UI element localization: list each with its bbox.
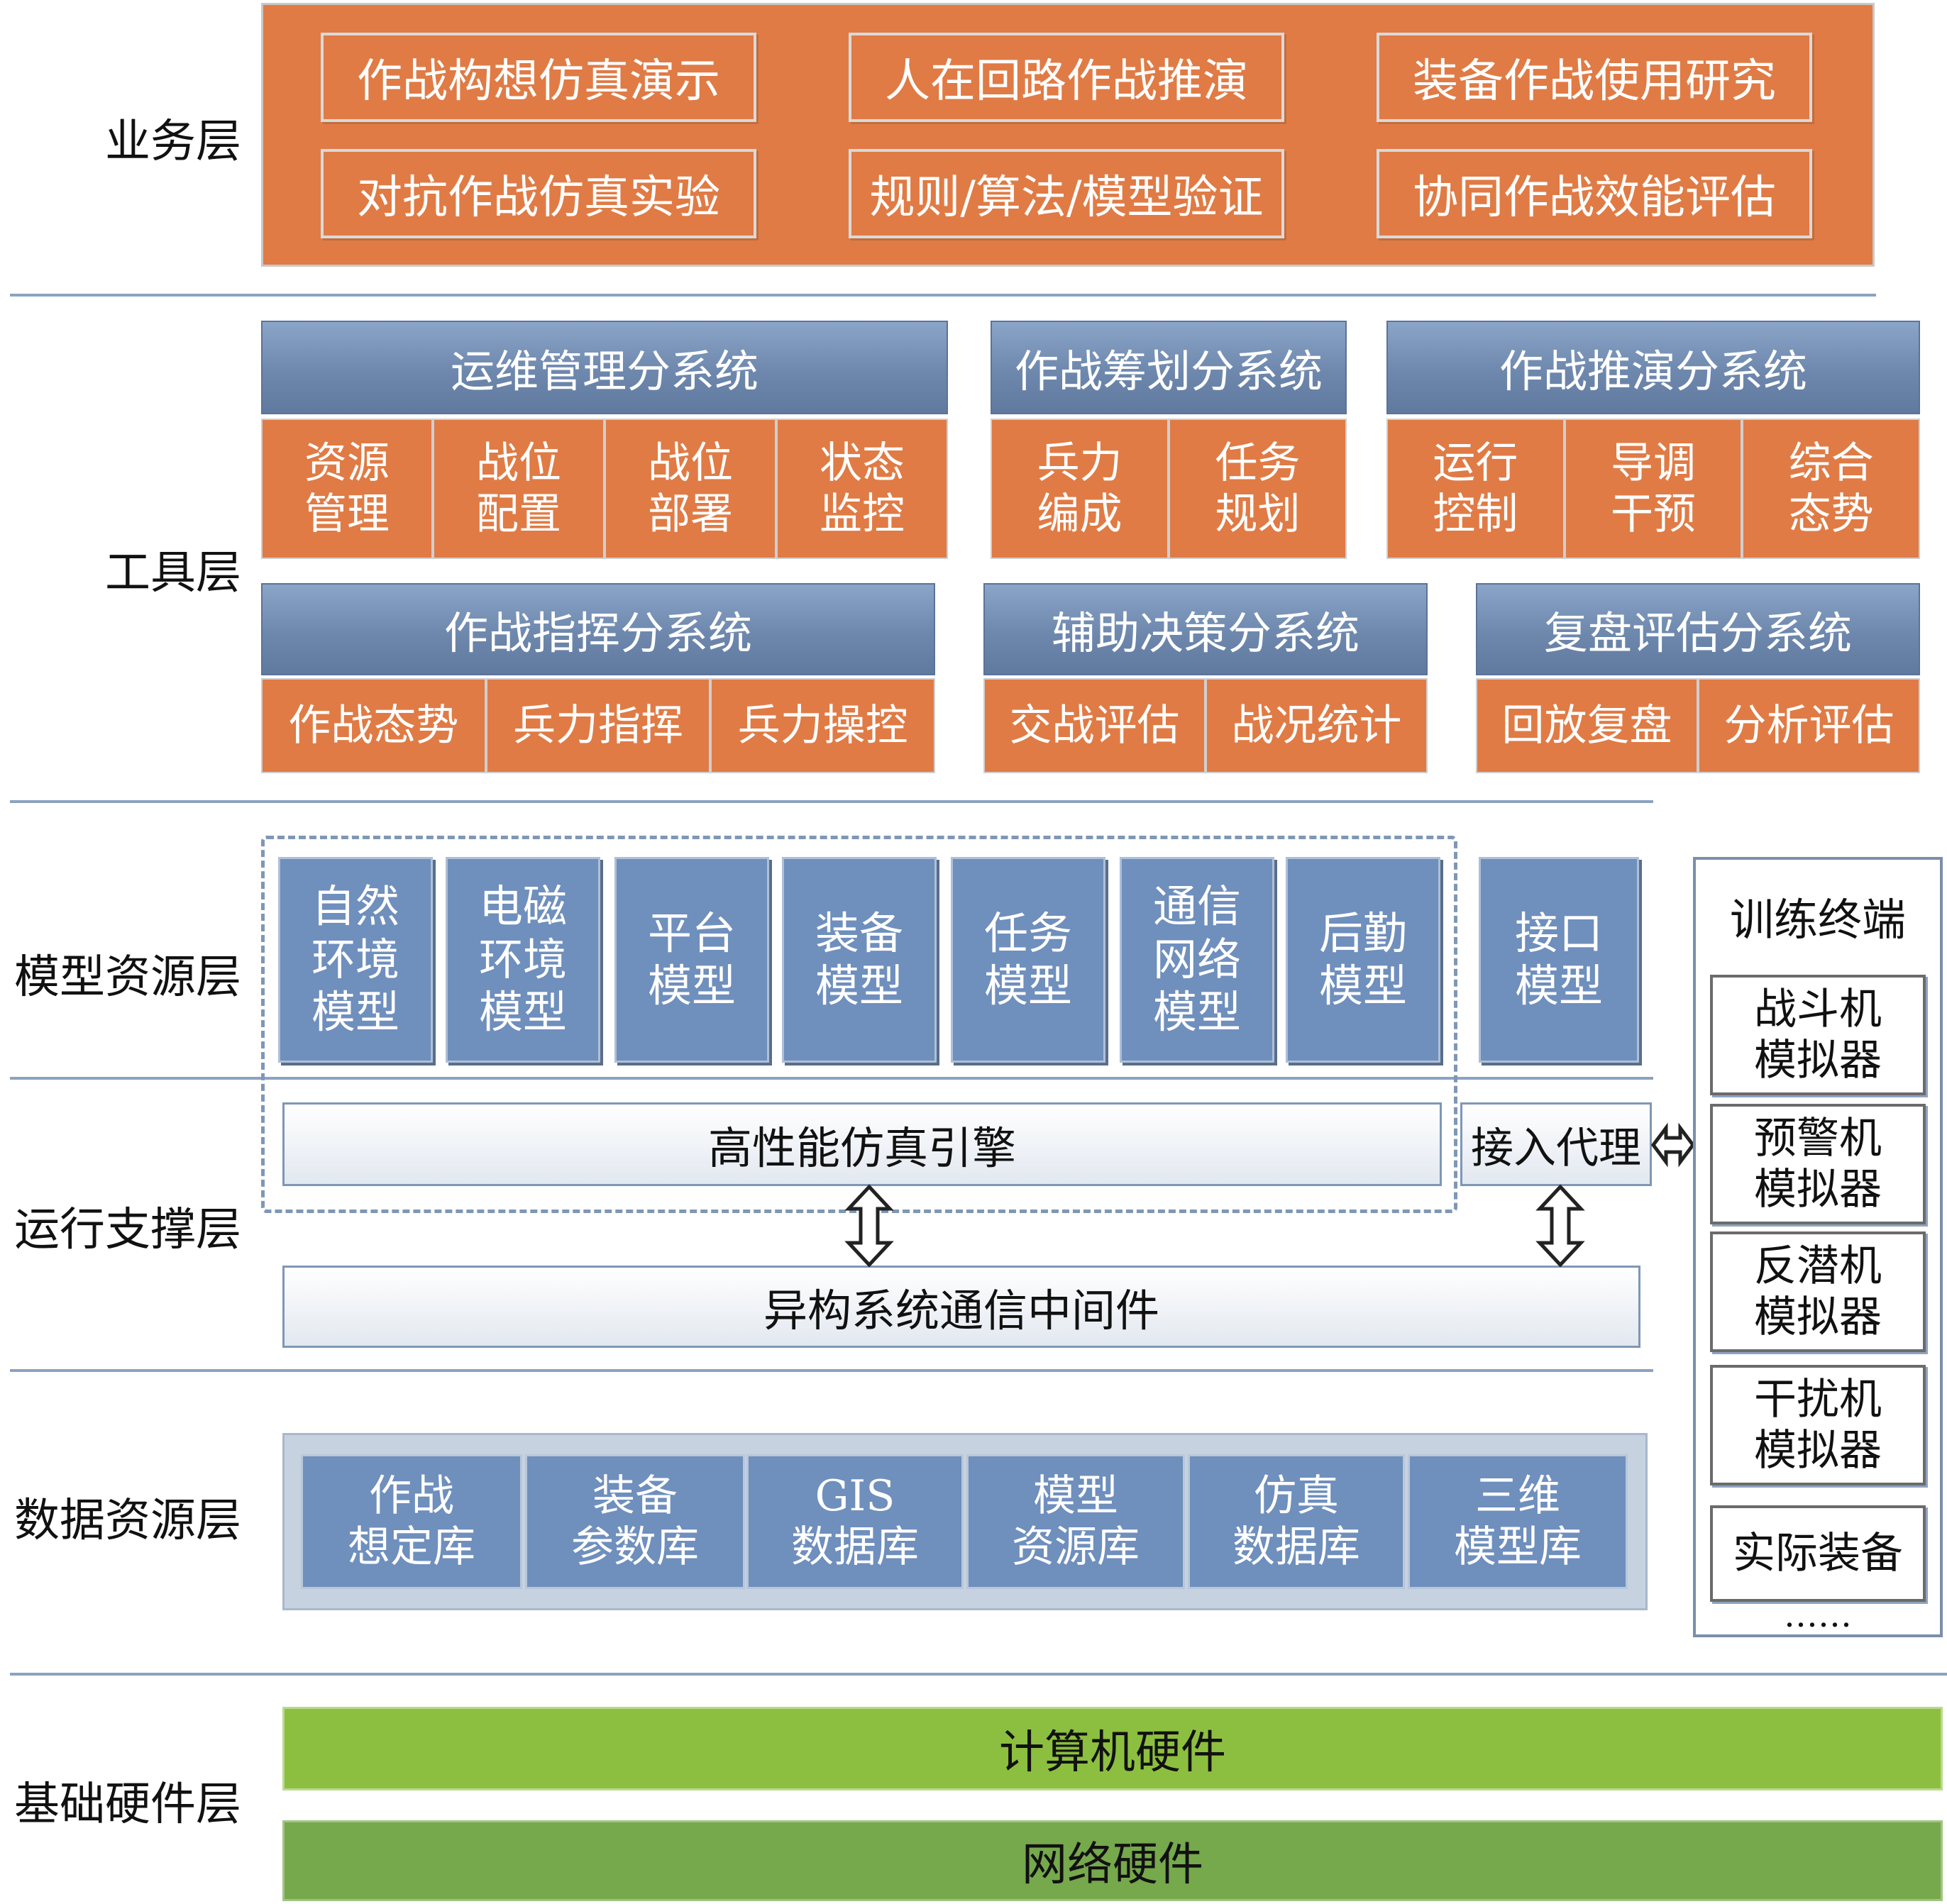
subsystem-item: 运行 控制 <box>1386 419 1565 559</box>
subsystem-item: 状态 监控 <box>776 419 948 559</box>
simulation-engine: 高性能仿真引擎 <box>282 1102 1442 1186</box>
terminal-item: 预警机 模拟器 <box>1710 1104 1926 1224</box>
access-proxy: 接入代理 <box>1460 1102 1652 1186</box>
model-block: 装备 模型 <box>782 857 937 1063</box>
separator <box>10 1673 1947 1676</box>
computer-hardware-bar: 计算机硬件 <box>282 1707 1943 1790</box>
database-item: 模型 资源库 <box>966 1454 1185 1589</box>
subsystem-replay-items: 回放复盘 分析评估 <box>1476 678 1920 773</box>
subsystem-item: 作战态势 <box>261 678 486 773</box>
subsystem-item: 回放复盘 <box>1476 678 1698 773</box>
business-item: 对抗作战仿真实验 <box>321 149 756 238</box>
business-item: 作战构想仿真演示 <box>321 33 756 122</box>
model-block: 自然 环境 模型 <box>278 857 433 1063</box>
layer-label-hardware: 基础硬件层 <box>14 1778 241 1831</box>
terminal-item: 战斗机 模拟器 <box>1710 975 1926 1095</box>
subsystem-item: 交战评估 <box>983 678 1206 773</box>
database-item: 仿真 数据库 <box>1188 1454 1405 1589</box>
subsystem-wargaming: 作战推演分系统 <box>1386 321 1920 414</box>
database-item: 装备 参数库 <box>525 1454 745 1589</box>
subsystem-replay-evaluation: 复盘评估分系统 <box>1476 583 1920 675</box>
database-item: 三维 模型库 <box>1408 1454 1628 1589</box>
model-block: 通信 网络 模型 <box>1120 857 1274 1063</box>
separator <box>10 294 1876 297</box>
model-block: 任务 模型 <box>951 857 1105 1063</box>
layer-label-models: 模型资源层 <box>14 951 241 1004</box>
business-item: 协同作战效能评估 <box>1377 149 1812 238</box>
layer-label-runtime: 运行支撑层 <box>14 1204 241 1256</box>
layer-label-data: 数据资源层 <box>14 1495 241 1547</box>
database-item: 作战 想定库 <box>301 1454 522 1589</box>
business-item: 人在回路作战推演 <box>849 33 1284 122</box>
subsystem-item: 战位 部署 <box>605 419 776 559</box>
training-terminal-title: 训练终端 <box>1729 894 1906 946</box>
subsystem-item: 任务 规划 <box>1169 419 1347 559</box>
subsystem-command: 作战指挥分系统 <box>261 583 935 675</box>
interface-model-block: 接口 模型 <box>1479 857 1639 1063</box>
subsystem-wargaming-items: 运行 控制 导调 干预 综合 态势 <box>1386 419 1921 559</box>
subsystem-item: 综合 态势 <box>1742 419 1921 559</box>
separator <box>10 800 1653 803</box>
subsystem-item: 分析评估 <box>1698 678 1920 773</box>
subsystem-item: 战况统计 <box>1206 678 1428 773</box>
subsystem-decision-items: 交战评估 战况统计 <box>983 678 1428 773</box>
terminal-item: 反潜机 模拟器 <box>1710 1231 1926 1352</box>
double-arrow-icon <box>1535 1185 1585 1267</box>
subsystem-item: 兵力指挥 <box>485 678 711 773</box>
database-item: GIS 数据库 <box>746 1454 964 1589</box>
communication-middleware: 异构系统通信中间件 <box>282 1266 1640 1348</box>
model-block: 电磁 环境 模型 <box>446 857 600 1063</box>
subsystem-ops-management: 运维管理分系统 <box>261 321 948 414</box>
subsystem-planning-items: 兵力 编成 任务 规划 <box>991 419 1347 559</box>
subsystem-item: 兵力操控 <box>710 678 936 773</box>
layer-label-business: 业务层 <box>105 116 241 168</box>
business-layer-panel <box>261 3 1875 267</box>
subsystem-ops-items: 资源 管理 战位 配置 战位 部署 状态 监控 <box>261 419 948 559</box>
double-arrow-icon <box>844 1185 894 1267</box>
model-block: 平台 模型 <box>614 857 769 1063</box>
subsystem-item: 兵力 编成 <box>991 419 1169 559</box>
separator <box>10 1369 1653 1372</box>
subsystem-item: 导调 干预 <box>1564 419 1743 559</box>
business-item: 规则/算法/模型验证 <box>849 149 1284 238</box>
business-item: 装备作战使用研究 <box>1377 33 1812 122</box>
subsystem-item: 战位 配置 <box>433 419 605 559</box>
subsystem-item: 资源 管理 <box>261 419 433 559</box>
terminal-item: 实际装备 <box>1710 1505 1926 1602</box>
subsystem-command-items: 作战态势 兵力指挥 兵力操控 <box>261 678 936 773</box>
network-hardware-bar: 网络硬件 <box>282 1820 1943 1901</box>
layer-label-tools: 工具层 <box>105 547 241 599</box>
terminal-more: …… <box>1784 1595 1852 1635</box>
terminal-item: 干扰机 模拟器 <box>1710 1365 1926 1485</box>
horizontal-double-arrow-icon <box>1650 1122 1696 1168</box>
subsystem-decision-support: 辅助决策分系统 <box>983 583 1428 675</box>
separator <box>10 1077 1653 1080</box>
subsystem-operation-planning: 作战筹划分系统 <box>991 321 1347 414</box>
model-block: 后勤 模型 <box>1286 857 1440 1063</box>
